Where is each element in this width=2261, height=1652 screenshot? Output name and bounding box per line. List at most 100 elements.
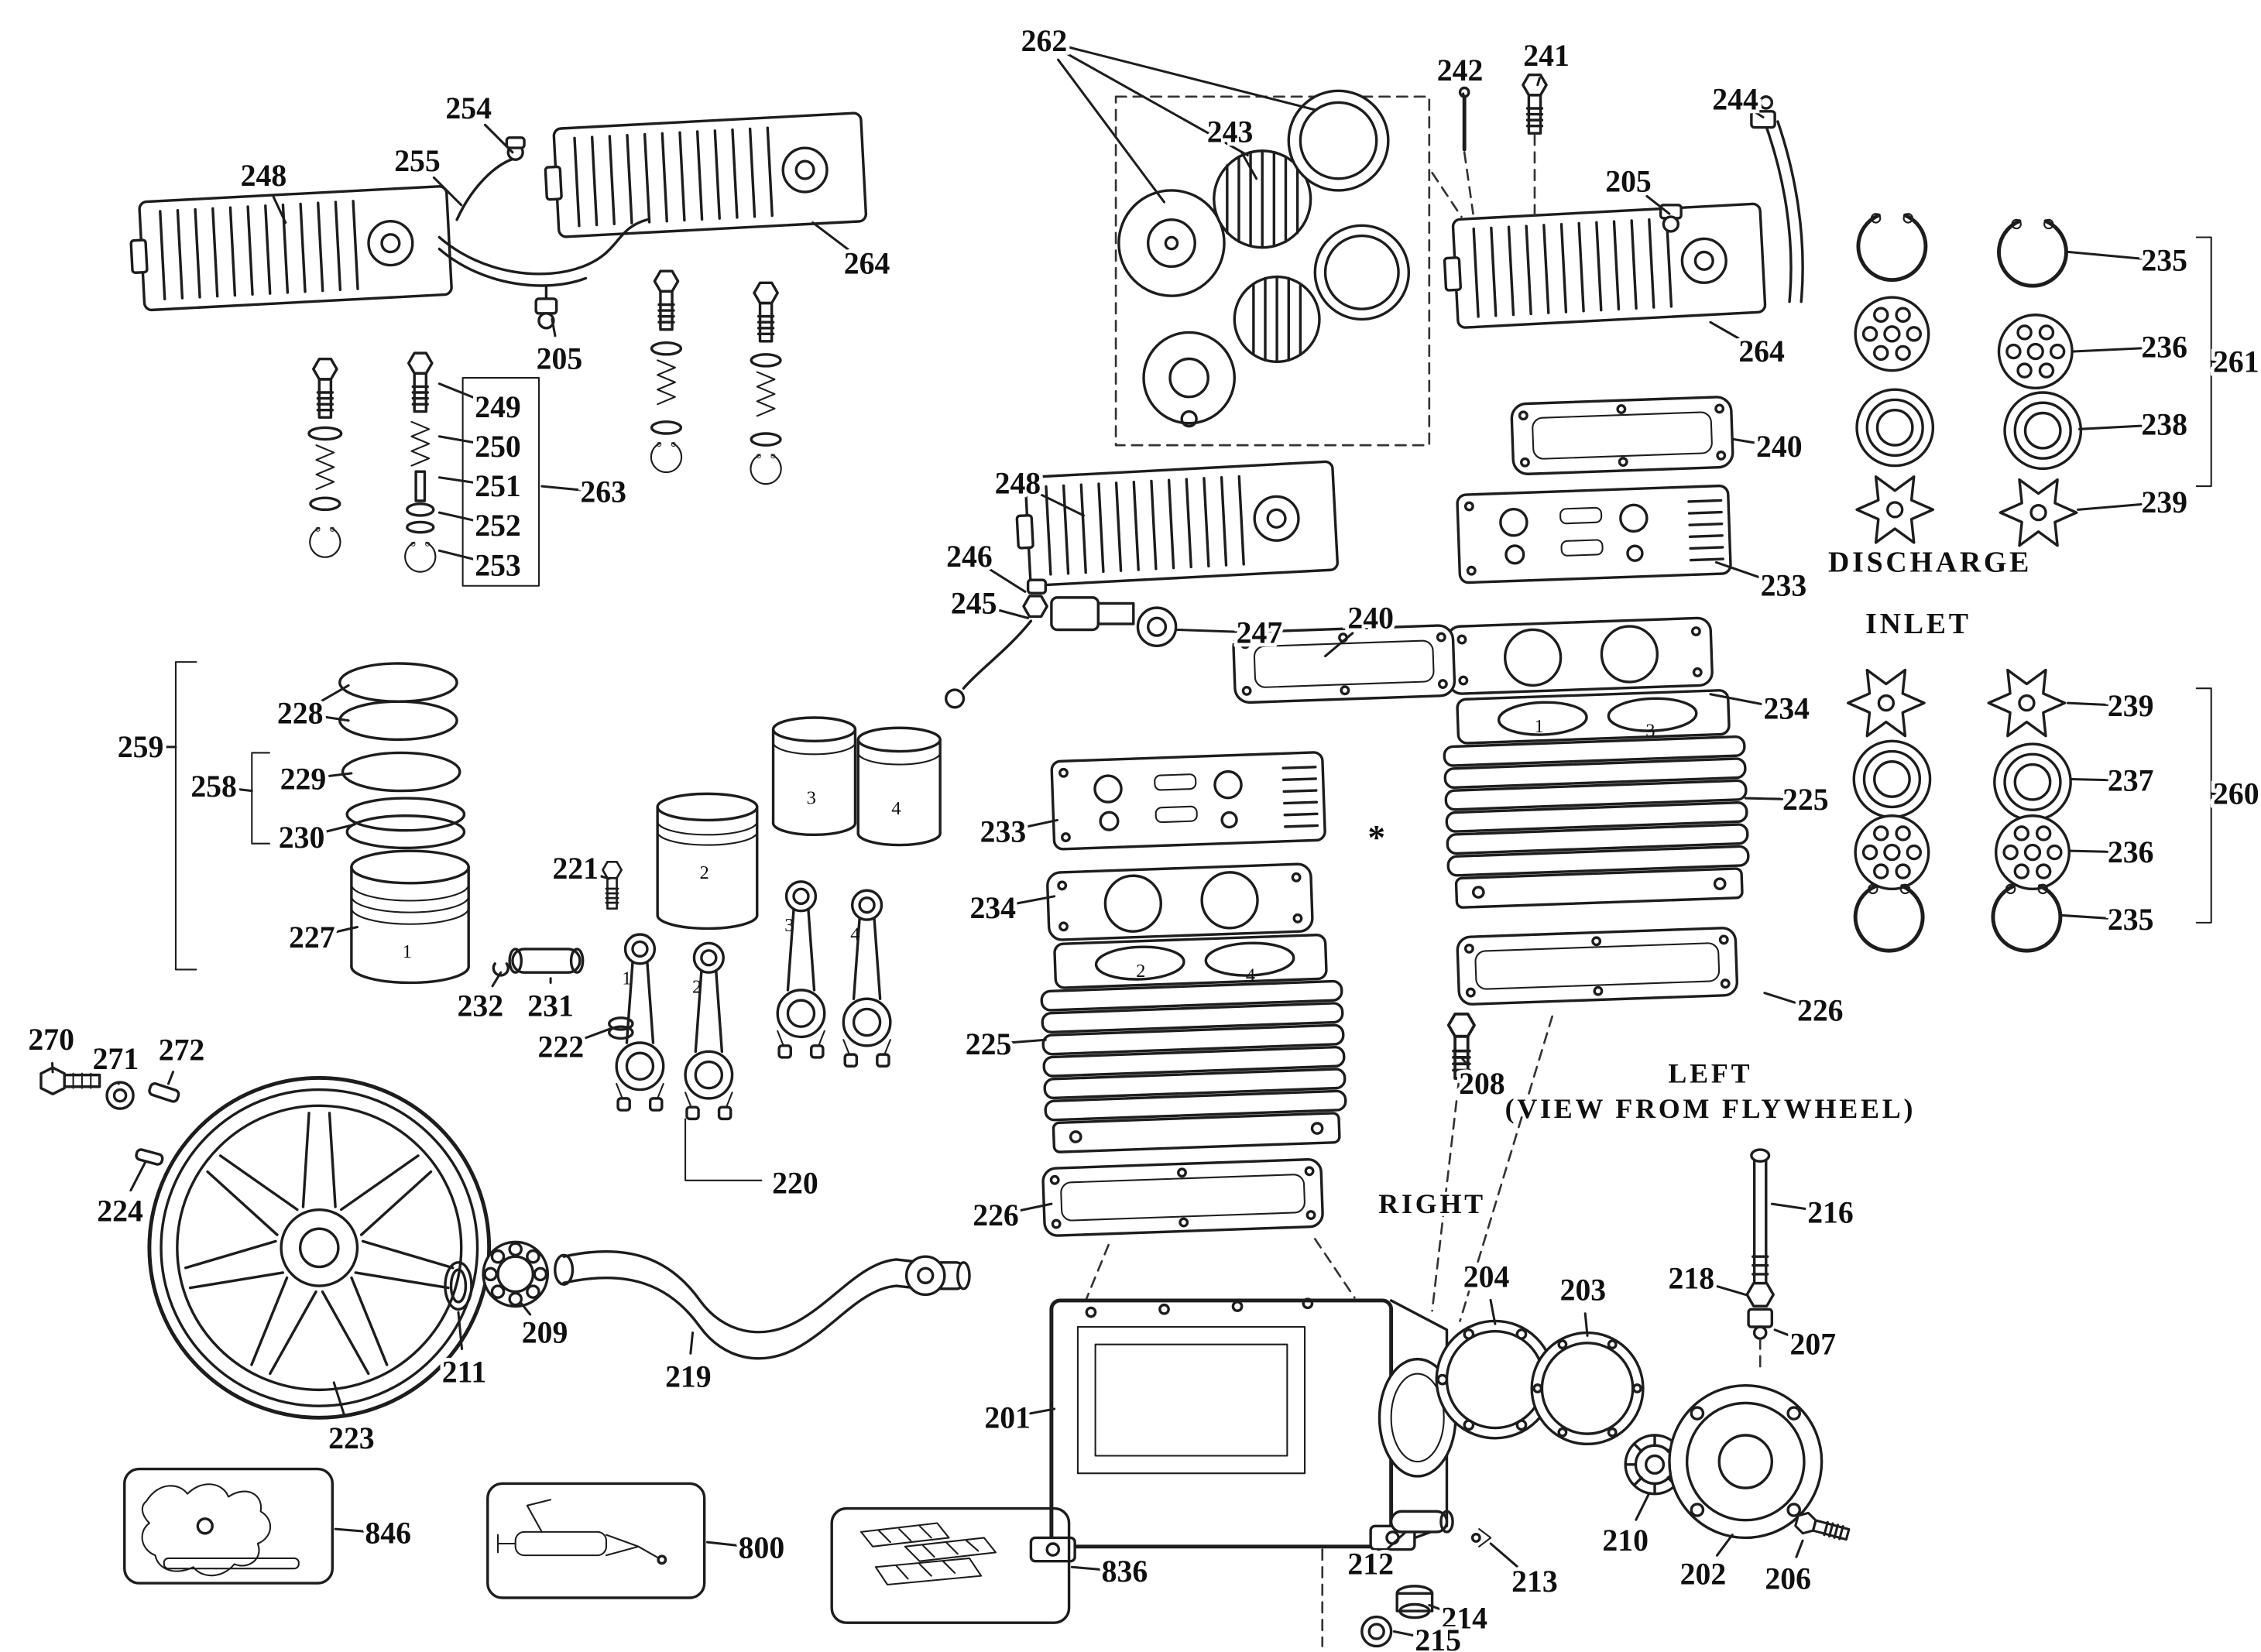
- leader-line: [1428, 1603, 1444, 1612]
- part-position-marker: 1: [1534, 716, 1543, 737]
- filter-ring: [1287, 89, 1390, 192]
- leader-line: [1024, 818, 1058, 828]
- leader-line: [1712, 1284, 1747, 1296]
- connecting-rod-4: [842, 889, 892, 1068]
- callout-263: 263: [580, 475, 626, 509]
- valve-plate-233-middle: [1050, 750, 1327, 851]
- connecting-rod-1: [615, 933, 665, 1112]
- callout-244: 244: [1712, 83, 1758, 117]
- piston-ring-229: [341, 751, 461, 793]
- relief-valve-246: [1026, 578, 1048, 595]
- leader-line: [2060, 913, 2108, 920]
- callout-203: 203: [1560, 1273, 1607, 1308]
- valve-seal-237: [1852, 739, 1932, 819]
- callout-227: 227: [289, 920, 335, 955]
- clip-213: [1470, 1528, 1492, 1547]
- leader-line: [1489, 1542, 1518, 1568]
- cylinder-head-248: [127, 184, 454, 313]
- callout-211: 211: [442, 1356, 486, 1390]
- callout-264: 264: [1738, 334, 1785, 368]
- filter-element-243: [1213, 149, 1312, 249]
- callout-206: 206: [1765, 1561, 1811, 1595]
- star-valve-239: [1999, 478, 2078, 547]
- leader-line: [1460, 1056, 1469, 1067]
- callout-207: 207: [1790, 1328, 1837, 1362]
- head-gasket-234-middle: [1045, 862, 1315, 942]
- callout-205: 205: [1605, 165, 1652, 199]
- filter-element-2: [1233, 275, 1321, 363]
- filter-ring-2: [1313, 224, 1411, 321]
- callout-218: 218: [1669, 1262, 1715, 1296]
- cover-bolt-206: [1793, 1509, 1852, 1546]
- callout-270: 270: [28, 1023, 74, 1057]
- callout-234: 234: [1763, 692, 1810, 726]
- leader-line: [1392, 1630, 1416, 1637]
- callout-241: 241: [1523, 39, 1570, 73]
- callout-238: 238: [2141, 408, 2187, 442]
- wrist-pin-231: [508, 948, 585, 974]
- leader-line: [1754, 111, 1765, 118]
- callout-242: 242: [1437, 53, 1484, 87]
- callout-202: 202: [1680, 1558, 1727, 1592]
- leader-line: [811, 221, 849, 251]
- gasket-kit-846: [123, 1467, 335, 1585]
- leader-line: [1240, 151, 1258, 180]
- cylinder-225-right: [1441, 688, 1752, 910]
- pin-224: [135, 1148, 164, 1166]
- leader-line: [540, 485, 582, 492]
- part-position-marker: 4: [1246, 965, 1255, 985]
- cylinder-head-264: [541, 111, 868, 239]
- callout-231: 231: [527, 989, 574, 1023]
- key-272: [148, 1082, 180, 1103]
- callout-235: 235: [2141, 244, 2187, 278]
- leader-line: [1635, 1493, 1650, 1521]
- annotation-text: DISCHARGE: [1828, 546, 2032, 578]
- oil-plug-214: [1395, 1585, 1434, 1619]
- callout-264: 264: [844, 247, 890, 281]
- valve-hardware-stack-d: [750, 281, 782, 485]
- annotation-text: LEFT: [1668, 1058, 1752, 1089]
- callout-223: 223: [328, 1421, 375, 1455]
- part-position-marker: 2: [700, 862, 709, 883]
- callout-245: 245: [951, 586, 997, 620]
- callout-236: 236: [2141, 330, 2187, 364]
- valve-hardware-stack-b: [404, 351, 437, 573]
- bracket-220: [684, 1118, 763, 1181]
- snap-ring-235: [1855, 885, 1923, 951]
- leader-line: [2066, 701, 2108, 707]
- callout-248: 248: [995, 466, 1041, 500]
- callout-254: 254: [445, 91, 492, 125]
- snap-ring-235: [1858, 214, 1926, 279]
- callout-219: 219: [665, 1359, 712, 1393]
- part-position-marker: 4: [891, 798, 901, 819]
- callout-240: 240: [1347, 601, 1394, 635]
- connecting-rod-3: [776, 880, 826, 1059]
- leader-line: [596, 874, 611, 880]
- leader-line: [582, 1027, 614, 1040]
- leader-line: [551, 317, 557, 338]
- leader-line: [995, 608, 1030, 619]
- leader-line: [1324, 632, 1354, 658]
- callout-204: 204: [1463, 1260, 1510, 1294]
- rod-bolt-221: [602, 860, 623, 910]
- star-valve-239: [1987, 668, 2067, 738]
- callout-216: 216: [1807, 1195, 1854, 1229]
- head-stack-middle: [945, 460, 1476, 1312]
- leader-line: [491, 971, 503, 988]
- callout-253: 253: [475, 548, 521, 582]
- star-valve-239: [1855, 475, 1935, 544]
- grease-gun-800: [486, 1482, 706, 1599]
- callout-237: 237: [2108, 763, 2154, 797]
- callout-234: 234: [969, 891, 1016, 925]
- leader-line: [1010, 1038, 1047, 1044]
- leader-line: [1645, 194, 1671, 215]
- callout-226: 226: [1797, 993, 1844, 1027]
- callout-846: 846: [365, 1517, 411, 1551]
- callout-233: 233: [1761, 569, 1807, 603]
- callout-249: 249: [475, 390, 521, 424]
- callout-250: 250: [475, 430, 521, 464]
- leader-line: [319, 684, 350, 703]
- part-position-marker: 3: [784, 915, 794, 936]
- piston-rod-group: [174, 661, 942, 1181]
- elbow-fitting-205-left: [534, 286, 558, 330]
